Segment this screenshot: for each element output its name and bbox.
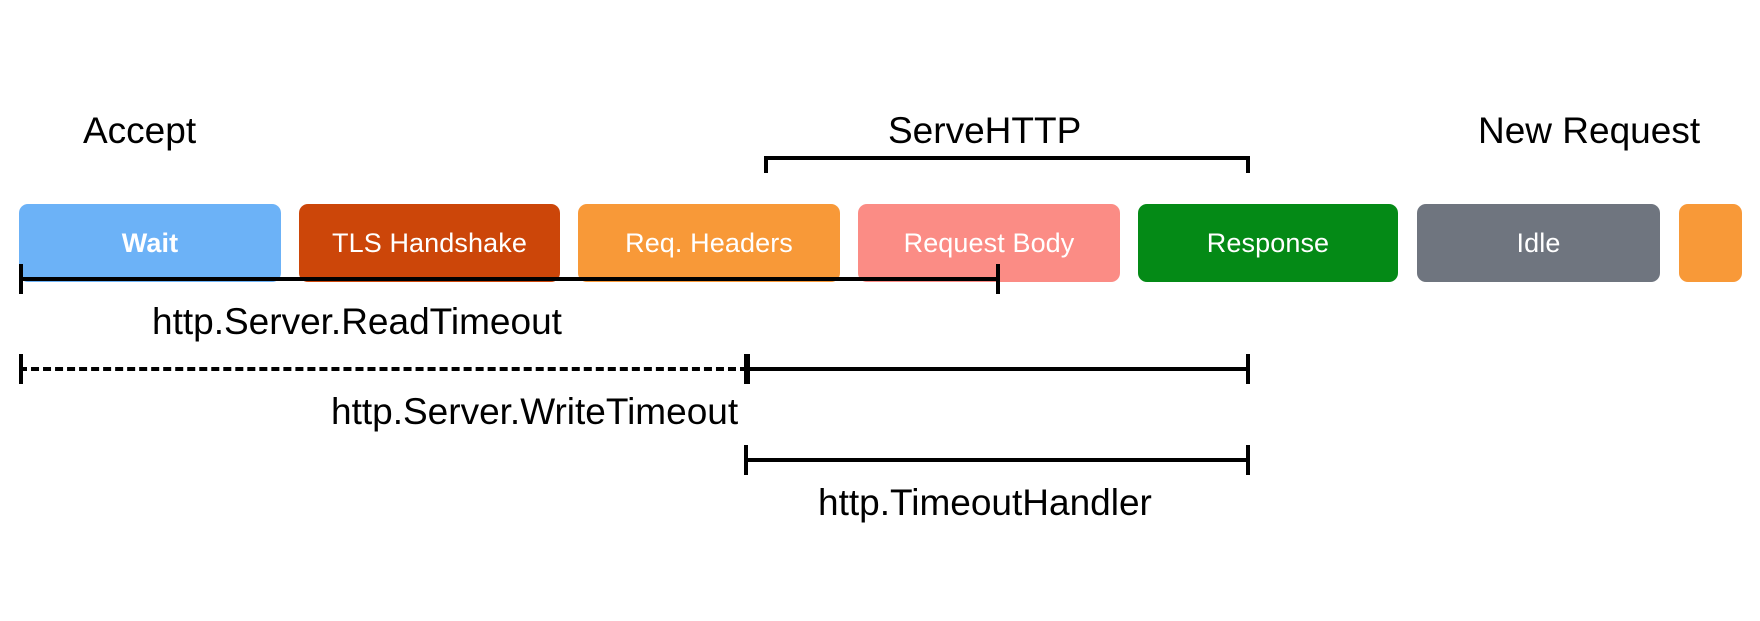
group-label-serve-http: ServeHTTP bbox=[888, 110, 1082, 151]
phase-bar-idle[interactable]: Idle bbox=[1417, 204, 1660, 282]
phase-label-tls-handshake: TLS Handshake bbox=[332, 227, 527, 258]
bracket-rail bbox=[746, 367, 1250, 371]
bracket-serve-http bbox=[764, 143, 1250, 173]
bracket-timeout-handler bbox=[744, 445, 1250, 475]
group-label-accept: Accept bbox=[83, 110, 197, 151]
bracket-label-timeout-handler: http.TimeoutHandler bbox=[818, 482, 1152, 523]
bracket-rail bbox=[744, 458, 1250, 462]
phase-label-idle: Idle bbox=[1516, 227, 1561, 258]
bracket-rail bbox=[19, 277, 1000, 281]
bracket-tick-left bbox=[746, 354, 750, 384]
group-label-new-request: New Request bbox=[1478, 110, 1701, 151]
phase-label-response: Response bbox=[1206, 227, 1330, 258]
phase-bar-tls-handshake[interactable]: TLS Handshake bbox=[299, 204, 560, 282]
bracket-write-timeout-dashed bbox=[19, 354, 748, 384]
bracket-tick-right bbox=[1246, 156, 1250, 173]
bracket-rail bbox=[764, 156, 1250, 160]
bracket-label-write-timeout: http.Server.WriteTimeout bbox=[331, 391, 739, 432]
phase-label-wait: Wait bbox=[121, 227, 179, 258]
bracket-tick-right bbox=[1246, 354, 1250, 384]
phase-bar-wait[interactable]: Wait bbox=[19, 204, 281, 282]
bracket-write-timeout-solid bbox=[746, 354, 1250, 384]
phase-bar-next-request[interactable] bbox=[1679, 204, 1742, 282]
bracket-tick-left bbox=[19, 354, 23, 384]
bracket-label-read-timeout: http.Server.ReadTimeout bbox=[152, 301, 562, 342]
bracket-tick-left bbox=[744, 445, 748, 475]
bracket-tick-right bbox=[1246, 445, 1250, 475]
bracket-tick-left bbox=[764, 156, 768, 173]
bracket-tick-left bbox=[19, 264, 23, 294]
phase-label-req-headers: Req. Headers bbox=[625, 227, 793, 258]
bracket-rail-dashed bbox=[19, 367, 748, 371]
phase-label-request-body: Request Body bbox=[903, 227, 1075, 258]
phase-bar-response[interactable]: Response bbox=[1138, 204, 1398, 282]
bracket-read-timeout bbox=[19, 264, 1000, 294]
phase-bar-req-headers[interactable]: Req. Headers bbox=[578, 204, 840, 282]
bracket-tick-right bbox=[996, 264, 1000, 294]
phase-bar-request-body[interactable]: Request Body bbox=[858, 204, 1120, 282]
